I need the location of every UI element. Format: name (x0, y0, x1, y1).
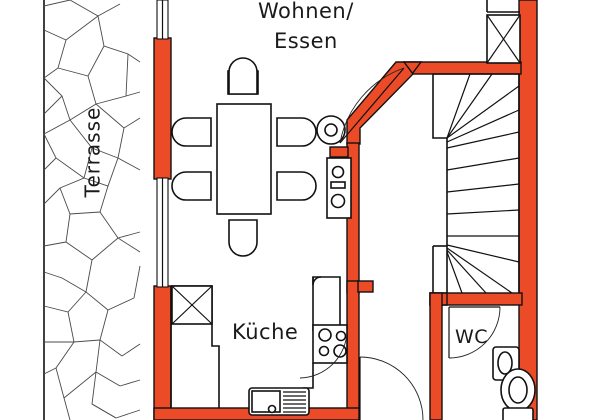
room-label-wohnen-essen: Wohnen/ Essen (258, 0, 354, 56)
wall-left-lower (153, 285, 172, 420)
chair-right-lower (276, 171, 317, 201)
room-label-wc: WC (455, 326, 489, 348)
wc-fixtures (492, 346, 536, 420)
door-living-hall (339, 67, 405, 144)
toilet-tank (502, 407, 534, 420)
wall-nub-left (329, 146, 349, 158)
door-wc (448, 306, 501, 359)
door-kitchen-left (299, 329, 348, 379)
chair-right-upper (276, 117, 317, 147)
refrigerator (312, 276, 341, 331)
dining-table (216, 103, 272, 215)
closet-upper (486, 0, 521, 64)
glazing-terrace (156, 0, 169, 288)
wall-unit (326, 157, 352, 219)
wall-wc-left (429, 292, 443, 420)
round-fixture (316, 115, 346, 145)
doors (299, 67, 501, 420)
chair-left-upper (171, 117, 212, 147)
closet-kitchen (171, 285, 213, 325)
kitchen-sink (248, 387, 310, 416)
wall-left-upper (153, 37, 172, 180)
room-label-wohnen-line1: Wohnen/ (258, 0, 354, 23)
stove-cooktop (303, 324, 348, 389)
chair-left-lower (171, 171, 212, 201)
dining-set (171, 57, 317, 257)
wall-vertical-kitchen (346, 280, 360, 420)
staircase (432, 73, 520, 294)
room-label-kueche: Küche (232, 320, 299, 344)
wall-nub-right (357, 280, 374, 293)
terrace-paving (43, 0, 141, 420)
wall-right-exterior (518, 0, 538, 420)
room-label-wohnen-line2: Essen (273, 29, 338, 53)
chair-bottom (228, 219, 258, 257)
door-kitchen-hall (359, 356, 424, 420)
room-label-terrasse: Terrasse (80, 106, 105, 198)
